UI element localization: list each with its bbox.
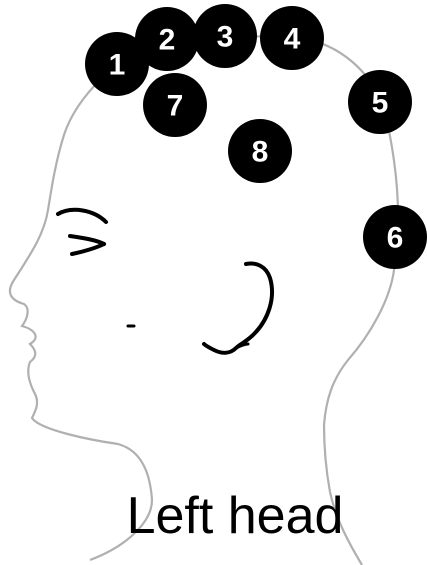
marker-8-label: 8 — [252, 136, 269, 169]
marker-8: 8 — [228, 119, 292, 183]
marker-4-label: 4 — [284, 23, 301, 56]
marker-3-label: 3 — [217, 21, 234, 54]
marker-2-label: 2 — [159, 24, 176, 57]
marker-7-label: 7 — [167, 90, 184, 123]
marker-4: 4 — [260, 6, 324, 70]
marker-3: 3 — [193, 4, 257, 68]
marker-5: 5 — [348, 70, 412, 134]
eye-brow — [58, 210, 106, 222]
marker-1-label: 1 — [109, 49, 126, 82]
marker-6: 6 — [363, 205, 427, 269]
marker-7: 7 — [143, 73, 207, 137]
face-profile — [10, 70, 152, 500]
eye-lower-lid — [72, 244, 104, 254]
marker-5-label: 5 — [372, 87, 389, 120]
marker-6-label: 6 — [387, 222, 404, 255]
marker-2: 2 — [135, 7, 199, 71]
eye-upper-lid — [70, 236, 104, 244]
caption-left-head: Left head — [0, 480, 427, 552]
ear — [204, 264, 272, 353]
